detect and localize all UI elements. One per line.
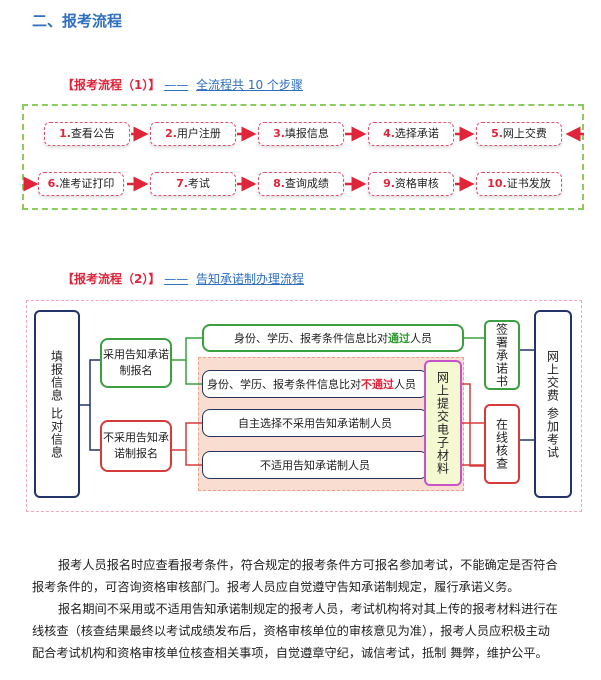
flow1-arrows <box>23 126 584 192</box>
fail-box: 身份、学历、报考条件信息比对不通过人员 <box>202 370 428 398</box>
voluntary-label: 自主选择不采用告知承诺制人员 <box>238 417 392 430</box>
flow1-dash: —— <box>164 78 189 92</box>
step-10-num: 10. <box>487 177 507 190</box>
flow2-subtitle: 告知承诺制办理流程 <box>196 272 305 286</box>
upload-label: 网上提交电子材料 <box>435 371 450 475</box>
flow1-tag: 【报考流程（1）】 <box>62 78 161 92</box>
step-10: 10.证书发放 <box>476 172 562 196</box>
sign-label: 签署承诺书 <box>494 322 509 388</box>
flow2-tag: 【报考流程（2）】 <box>62 272 161 286</box>
step-1-label: 查看公告 <box>70 127 115 140</box>
step-8-label: 查询成绩 <box>284 177 329 190</box>
para2-line1: 报名期间不采用或不适用告知承诺制规定的报考人员，考试机构将对其上传的报考材料进行… <box>58 602 558 616</box>
step-1: 1.查看公告 <box>44 122 130 146</box>
step-9: 9.资格审核 <box>368 172 454 196</box>
step-5-label: 网上交费 <box>502 127 547 140</box>
step-10-label: 证书发放 <box>506 177 551 190</box>
step-4-num: 4. <box>383 127 395 140</box>
step-7-num: 7. <box>176 177 188 190</box>
pass-pre: 身份、学历、报考条件信息比对 <box>234 332 388 345</box>
sign-box: 签署承诺书 <box>484 320 520 390</box>
pass-post: 人员 <box>410 332 432 345</box>
pay-exam-label: 网上交费 参加考试 <box>545 349 560 459</box>
online-review-box: 在线核查 <box>484 404 520 484</box>
para1-line2: 报考条件的，可咨询资格审核部门。报考人员应自觉遵守告知承诺制规定，履行承诺义务。 <box>32 580 520 594</box>
step-1-num: 1. <box>59 127 71 140</box>
flow2-container <box>26 300 582 512</box>
step-2: 2.用户注册 <box>150 122 236 146</box>
use-commit-label: 采用告知承诺制报名 <box>103 348 169 377</box>
step-3-num: 3. <box>273 127 285 140</box>
flow1-subtitle: 全流程共 10 个步骤 <box>196 78 303 92</box>
no-commit-box: 不采用告知承诺制报名 <box>100 420 172 472</box>
step-8-num: 8. <box>273 177 285 190</box>
step-7-label: 考试 <box>187 177 210 190</box>
step-3-label: 填报信息 <box>284 127 329 140</box>
step-3: 3.填报信息 <box>258 122 344 146</box>
step-7: 7.考试 <box>150 172 236 196</box>
step-6: 6.准考证打印 <box>38 172 124 196</box>
step-4: 4.选择承诺 <box>368 122 454 146</box>
step-6-label: 准考证打印 <box>59 177 115 190</box>
not-applicable-box: 不适用告知承诺制人员 <box>202 451 428 479</box>
no-commit-label: 不采用告知承诺制报名 <box>103 431 169 460</box>
fail-word: 不通过 <box>361 378 394 391</box>
step-4-label: 选择承诺 <box>394 127 439 140</box>
fail-post: 人员 <box>394 378 416 391</box>
online-review-label: 在线核查 <box>494 418 509 470</box>
step-6-num: 6. <box>47 177 60 190</box>
flow2-connectors <box>80 337 534 467</box>
fail-pre: 身份、学历、报考条件信息比对 <box>207 378 361 391</box>
pass-box: 身份、学历、报考条件信息比对通过人员 <box>202 324 464 352</box>
para2-line2: 线核查（核查结果最终以考试成绩发布后，资格审核单位的审核意见为准），报考人员应积… <box>32 624 550 638</box>
step-5: 5.网上交费 <box>476 122 562 146</box>
section-title: 二、报考流程 <box>32 12 123 30</box>
voluntary-box: 自主选择不采用告知承诺制人员 <box>202 409 428 437</box>
flow2-dash: —— <box>164 272 189 286</box>
upload-box: 网上提交电子材料 <box>424 360 462 486</box>
use-commit-box: 采用告知承诺制报名 <box>100 338 172 388</box>
pay-exam-box: 网上交费 参加考试 <box>534 310 572 498</box>
step-5-num: 5. <box>491 127 503 140</box>
pass-word: 通过 <box>388 332 410 345</box>
flow1-heading: 【报考流程（1）】 —— 全流程共 10 个步骤 <box>62 76 303 93</box>
fill-info-label: 填报信息 比对信息 <box>49 349 64 459</box>
step-2-label: 用户注册 <box>176 127 221 140</box>
step-8: 8.查询成绩 <box>258 172 344 196</box>
not-applicable-label: 不适用告知承诺制人员 <box>260 459 370 472</box>
para2-line3: 配合考试机构和资格审核单位核查相关事项，自觉遵章守纪，诚信考试，抵制 舞弊，维护… <box>32 646 548 660</box>
para1-line1: 报考人员报名时应查看报考条件，符合规定的报考条件方可报名参加考试，不能确定是否符… <box>58 558 558 572</box>
flow2-heading: 【报考流程（2）】 —— 告知承诺制办理流程 <box>62 270 304 287</box>
fill-info-box: 填报信息 比对信息 <box>34 310 80 498</box>
step-9-num: 9. <box>383 177 395 190</box>
flow1-container <box>22 104 584 210</box>
step-2-num: 2. <box>165 127 177 140</box>
step-9-label: 资格审核 <box>394 177 439 190</box>
